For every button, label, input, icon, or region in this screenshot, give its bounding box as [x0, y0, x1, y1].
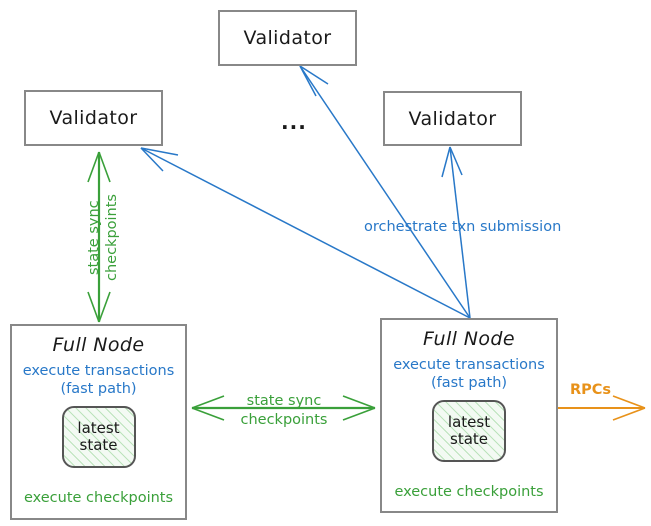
orchestrate-txn-submission-label: orchestrate txn submission [364, 219, 562, 235]
full-node-left-fast-path: (fast path) [60, 381, 137, 398]
full-node-box-left[interactable]: Full Node execute transactions (fast pat… [10, 324, 187, 520]
edge-rpcs [558, 395, 646, 421]
latest-state-right-line2: state [450, 430, 488, 449]
validator-right-label: Validator [408, 107, 497, 130]
latest-state-left-line1: latest [77, 419, 120, 437]
latest-state-right-line1: latest [447, 413, 491, 431]
state-sync-vertical-label-line2: checkpoints [104, 194, 120, 281]
latest-state-left-line2: state [79, 436, 118, 455]
validator-box-left[interactable]: Validator [24, 90, 163, 146]
full-node-right-title: Full Node [423, 328, 515, 350]
full-node-right-fast-path: (fast path) [430, 375, 508, 392]
rpcs-label: RPCs [570, 382, 612, 398]
full-node-right-execute-checkpoints: execute checkpoints [394, 484, 544, 501]
latest-state-box-left[interactable]: latest state [61, 406, 136, 469]
latest-state-box-right[interactable]: latest state [432, 400, 506, 463]
full-node-left-exec-transactions: execute transactions [22, 363, 175, 379]
state-sync-vertical-label-line1: state sync [86, 200, 102, 275]
validator-box-top[interactable]: Validator [218, 10, 357, 66]
validator-top-label: Validator [243, 27, 332, 49]
state-sync-horizontal-label-line1: state sync [246, 393, 322, 409]
validators-ellipsis: ... [281, 110, 307, 134]
full-node-left-execute-checkpoints: execute checkpoints [23, 490, 174, 507]
validator-box-right[interactable]: Validator [383, 91, 522, 146]
full-node-right-exec-transactions: execute transactions [393, 357, 545, 373]
state-sync-horizontal-label-line2: checkpoints [240, 412, 328, 428]
full-node-box-right[interactable]: Full Node execute transactions (fast pat… [380, 318, 558, 513]
validator-left-label: Validator [49, 107, 138, 129]
full-node-left-title: Full Node [52, 334, 145, 356]
